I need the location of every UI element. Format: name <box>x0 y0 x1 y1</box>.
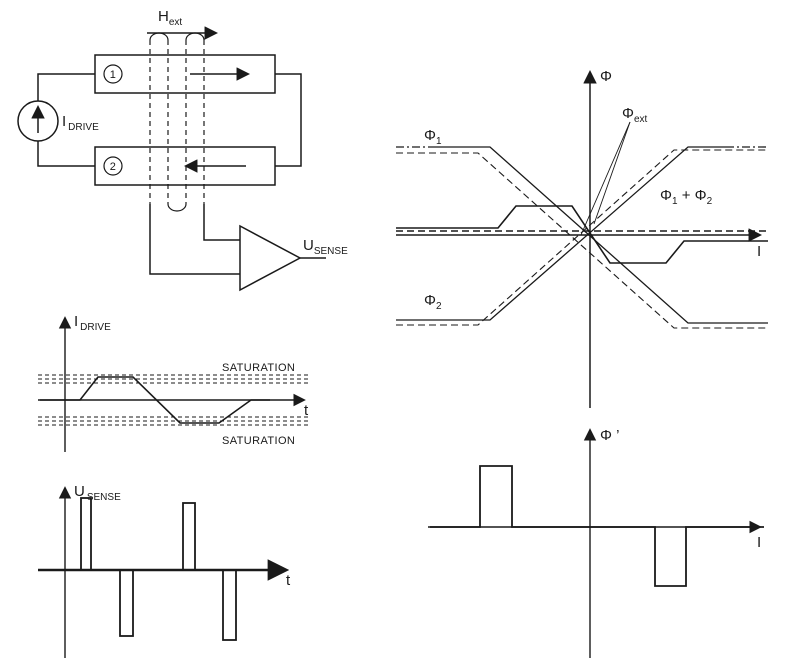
h-ext-label: Hext <box>158 8 182 28</box>
phi2-curve <box>396 146 726 321</box>
drive-winding <box>149 32 205 212</box>
core-2-number: 2 <box>110 161 117 173</box>
phi2-label: Φ2 <box>424 292 442 312</box>
sense-x-axis-label: t <box>286 572 291 589</box>
derivative-waveform <box>430 465 764 587</box>
derivative-x-axis-label: I <box>757 534 761 551</box>
sense-pulse-down-2 <box>222 569 237 641</box>
sense-pulse-up-1 <box>80 497 92 571</box>
wire-winding-to-amp-top <box>203 204 240 241</box>
core-1-number: 1 <box>110 69 117 81</box>
wire-winding-to-amp-bottom <box>149 204 240 275</box>
u-sense-label: USENSE <box>303 237 348 257</box>
wire-source-to-core1 <box>37 73 95 101</box>
saturation-label-upper: SATURATION <box>222 362 295 374</box>
phi1-label: Φ1 <box>424 127 442 147</box>
flux-derivative-plot: Φ ’ I <box>428 427 764 658</box>
phi2-shifted-dashed <box>396 149 768 326</box>
derivative-y-axis-label: Φ ’ <box>600 427 619 444</box>
winding-top-loop <box>185 32 205 41</box>
drive-x-axis-label: t <box>304 402 309 419</box>
drive-waveform <box>40 376 270 424</box>
phi-ext-pointer-line <box>593 121 631 225</box>
saturation-label-lower: SATURATION <box>222 435 295 447</box>
flux-y-axis-label: Φ <box>600 68 612 85</box>
flux-vs-current-graph: Φ I Φ1 Φ2 Φext Φ1 + Φ2 <box>396 68 768 408</box>
phi-ext-pointer-line <box>580 121 631 236</box>
wire-source-to-core2 <box>37 141 95 167</box>
flux-x-axis-label: I <box>757 243 761 260</box>
wire-core1-to-core2 <box>275 73 302 167</box>
phi-sum-label: Φ1 + Φ2 <box>660 187 713 207</box>
sense-pulse-up-2 <box>182 502 196 571</box>
phi1-curve <box>434 146 768 324</box>
amplifier-triangle <box>239 224 302 292</box>
phi-sum-curve <box>396 205 768 264</box>
phi1-shifted-dashed <box>396 152 768 329</box>
sense-pulse-down-1 <box>119 569 134 637</box>
core-1-number-circle <box>103 64 123 84</box>
saturation-band-lower <box>38 416 308 426</box>
winding-top-loop <box>149 32 169 41</box>
phi-ext-label: Φext <box>622 105 648 125</box>
core-2-number-circle <box>103 156 123 176</box>
saturation-band-upper <box>38 374 308 384</box>
winding-bottom-loop <box>167 203 187 212</box>
